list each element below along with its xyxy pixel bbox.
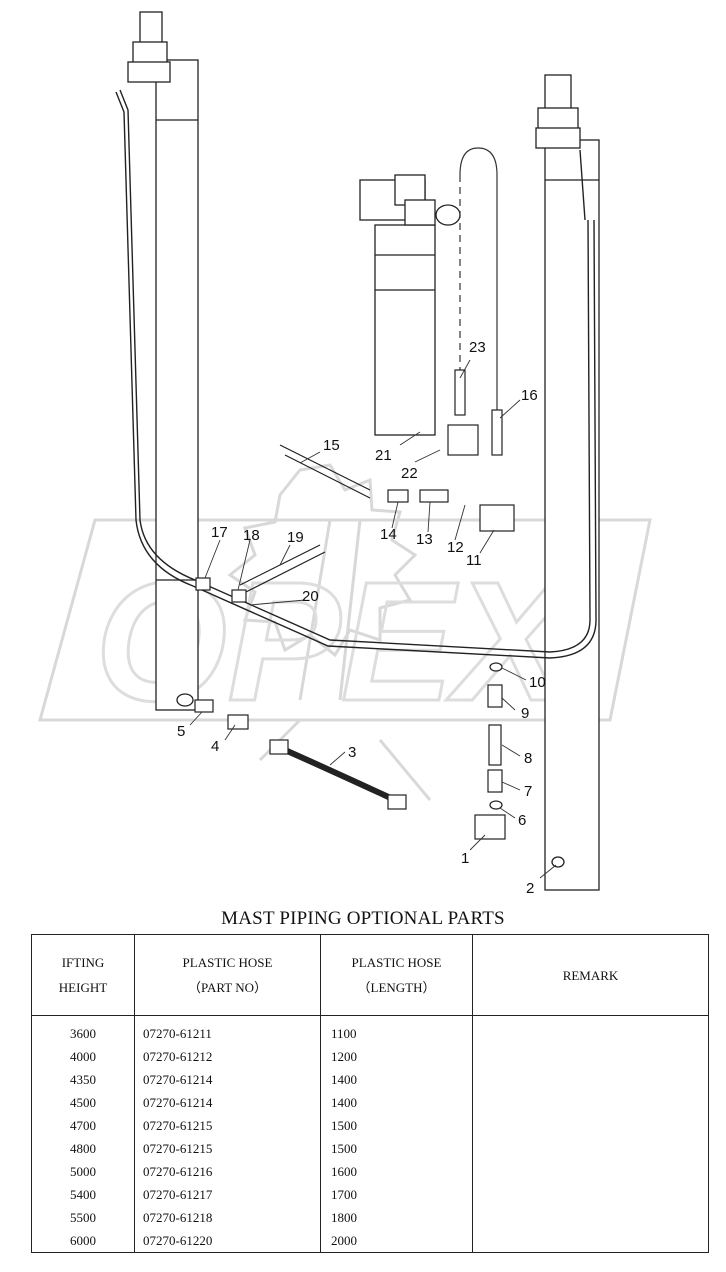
parts-table: IFTING HEIGHT PLASTIC HOSE （PART NO） PLA… — [31, 934, 709, 1253]
callout-7: 7 — [524, 783, 532, 800]
cell-length: 1200 — [331, 1049, 357, 1064]
callout-19: 19 — [287, 529, 304, 546]
cell-length: 1400 — [331, 1095, 357, 1110]
cell-lifting-height: 4800 — [70, 1141, 96, 1156]
callout-8: 8 — [524, 750, 532, 767]
column-part-no: 07270-61211 07270-61212 07270-61214 07270-6… — [134, 1015, 321, 1253]
hose-end-3b — [387, 794, 407, 810]
table-title: MAST PIPING OPTIONAL PARTS — [221, 908, 505, 929]
hose-16 — [491, 409, 503, 456]
callout-labels: 1 2 3 4 5 6 7 8 9 10 11 12 13 14 15 16 1… — [177, 339, 546, 897]
block-22 — [447, 424, 479, 456]
cell-length: 1600 — [331, 1164, 357, 1179]
callout-21: 21 — [375, 447, 392, 464]
cell-part-no: 07270-61220 — [143, 1233, 213, 1248]
callout-13: 13 — [416, 531, 433, 548]
callout-12: 12 — [447, 539, 464, 556]
cell-length: 2000 — [331, 1233, 357, 1248]
header-lifting-height: IFTING HEIGHT — [31, 934, 135, 1016]
header-part-line2: （PART NO） — [187, 980, 268, 995]
header-lifting-height-line2: HEIGHT — [58, 980, 108, 995]
callout-10: 10 — [529, 674, 546, 691]
cell-lifting-height: 6000 — [70, 1233, 96, 1248]
cell-lifting-height: 5500 — [70, 1210, 96, 1225]
oring-10 — [489, 662, 503, 672]
cell-part-no: 07270-61214 — [143, 1072, 213, 1087]
header-plastic-hose-part: PLASTIC HOSE （PART NO） — [134, 934, 321, 1016]
callout-4: 4 — [211, 738, 219, 755]
callout-3: 3 — [348, 744, 356, 761]
cell-lifting-height: 4500 — [70, 1095, 96, 1110]
tee-block-1 — [474, 814, 506, 840]
union-9 — [487, 684, 503, 708]
tee-18 — [231, 589, 247, 603]
callout-17: 17 — [211, 524, 228, 541]
cell-length: 1800 — [331, 1210, 357, 1225]
cell-part-no: 07270-61215 — [143, 1118, 213, 1133]
cell-part-no: 07270-61211 — [143, 1026, 212, 1041]
cell-part-no: 07270-61212 — [143, 1049, 213, 1064]
oring-6 — [489, 800, 503, 810]
table-body-row: 3600 4000 4350 4500 4700 4800 5000 5400 5500 6000… — [31, 1015, 709, 1253]
union-7 — [487, 769, 503, 793]
cell-length: 1100 — [331, 1026, 357, 1041]
hose-8 — [488, 724, 502, 766]
cell-length: 1500 — [331, 1118, 357, 1133]
callout-2: 2 — [526, 880, 534, 897]
header-part-line1: PLASTIC HOSE — [182, 955, 273, 970]
header-lifting-height-line1: IFTING — [61, 955, 105, 970]
cell-lifting-height: 5400 — [70, 1187, 96, 1202]
header-remark: REMARK — [472, 934, 709, 1016]
hose-end-3a — [269, 739, 289, 755]
center-cylinder — [359, 174, 461, 436]
cell-lifting-height: 3600 — [70, 1026, 96, 1041]
cell-length: 1500 — [331, 1141, 357, 1156]
callout-16: 16 — [521, 387, 538, 404]
fitting-4 — [227, 714, 249, 730]
fitting-5 — [194, 699, 214, 713]
table-header-row: IFTING HEIGHT PLASTIC HOSE （PART NO） PLA… — [31, 934, 709, 1016]
left-lift-cylinder — [127, 11, 199, 711]
block-11 — [479, 504, 515, 532]
column-length: 1100 1200 1400 1400 1500 1500 1600 1700 1800 2000 — [320, 1015, 473, 1253]
cell-part-no: 07270-61217 — [143, 1187, 213, 1202]
callout-14: 14 — [380, 526, 397, 543]
mast-piping-diagram: OPEX — [38, 11, 652, 897]
column-remark — [472, 1015, 709, 1253]
header-plastic-hose-length: PLASTIC HOSE （LENGTH） — [320, 934, 473, 1016]
cell-part-no: 07270-61214 — [143, 1095, 213, 1110]
header-length-line1: PLASTIC HOSE — [351, 955, 442, 970]
fitting-17 — [195, 577, 211, 591]
cell-part-no: 07270-61218 — [143, 1210, 213, 1225]
callout-9: 9 — [521, 705, 529, 722]
column-lifting-height: 3600 4000 4350 4500 4700 4800 5000 5400 5500 6000 — [31, 1015, 135, 1253]
callout-23: 23 — [469, 339, 486, 356]
callout-20: 20 — [302, 588, 319, 605]
valve-13 — [419, 489, 449, 503]
main-pipe — [115, 89, 597, 659]
cell-part-no: 07270-61216 — [143, 1164, 213, 1179]
cell-lifting-height: 4350 — [70, 1072, 96, 1087]
cell-lifting-height: 5000 — [70, 1164, 96, 1179]
leader-lines — [189, 359, 557, 879]
hose-assembly — [194, 369, 515, 840]
cell-length: 1400 — [331, 1072, 357, 1087]
fitting-14 — [387, 489, 409, 503]
callout-18: 18 — [243, 527, 260, 544]
callout-5: 5 — [177, 723, 185, 740]
hose-23 — [454, 369, 466, 416]
cell-length: 1700 — [331, 1187, 357, 1202]
cell-lifting-height: 4000 — [70, 1049, 96, 1064]
cell-part-no: 07270-61215 — [143, 1141, 213, 1156]
callout-22: 22 — [401, 465, 418, 482]
callout-15: 15 — [323, 437, 340, 454]
callout-1: 1 — [461, 850, 469, 867]
callout-11: 11 — [466, 552, 482, 569]
long-hose-loop — [459, 147, 498, 410]
callout-6: 6 — [518, 812, 526, 829]
cell-lifting-height: 4700 — [70, 1118, 96, 1133]
header-length-line2: （LENGTH） — [357, 980, 436, 995]
